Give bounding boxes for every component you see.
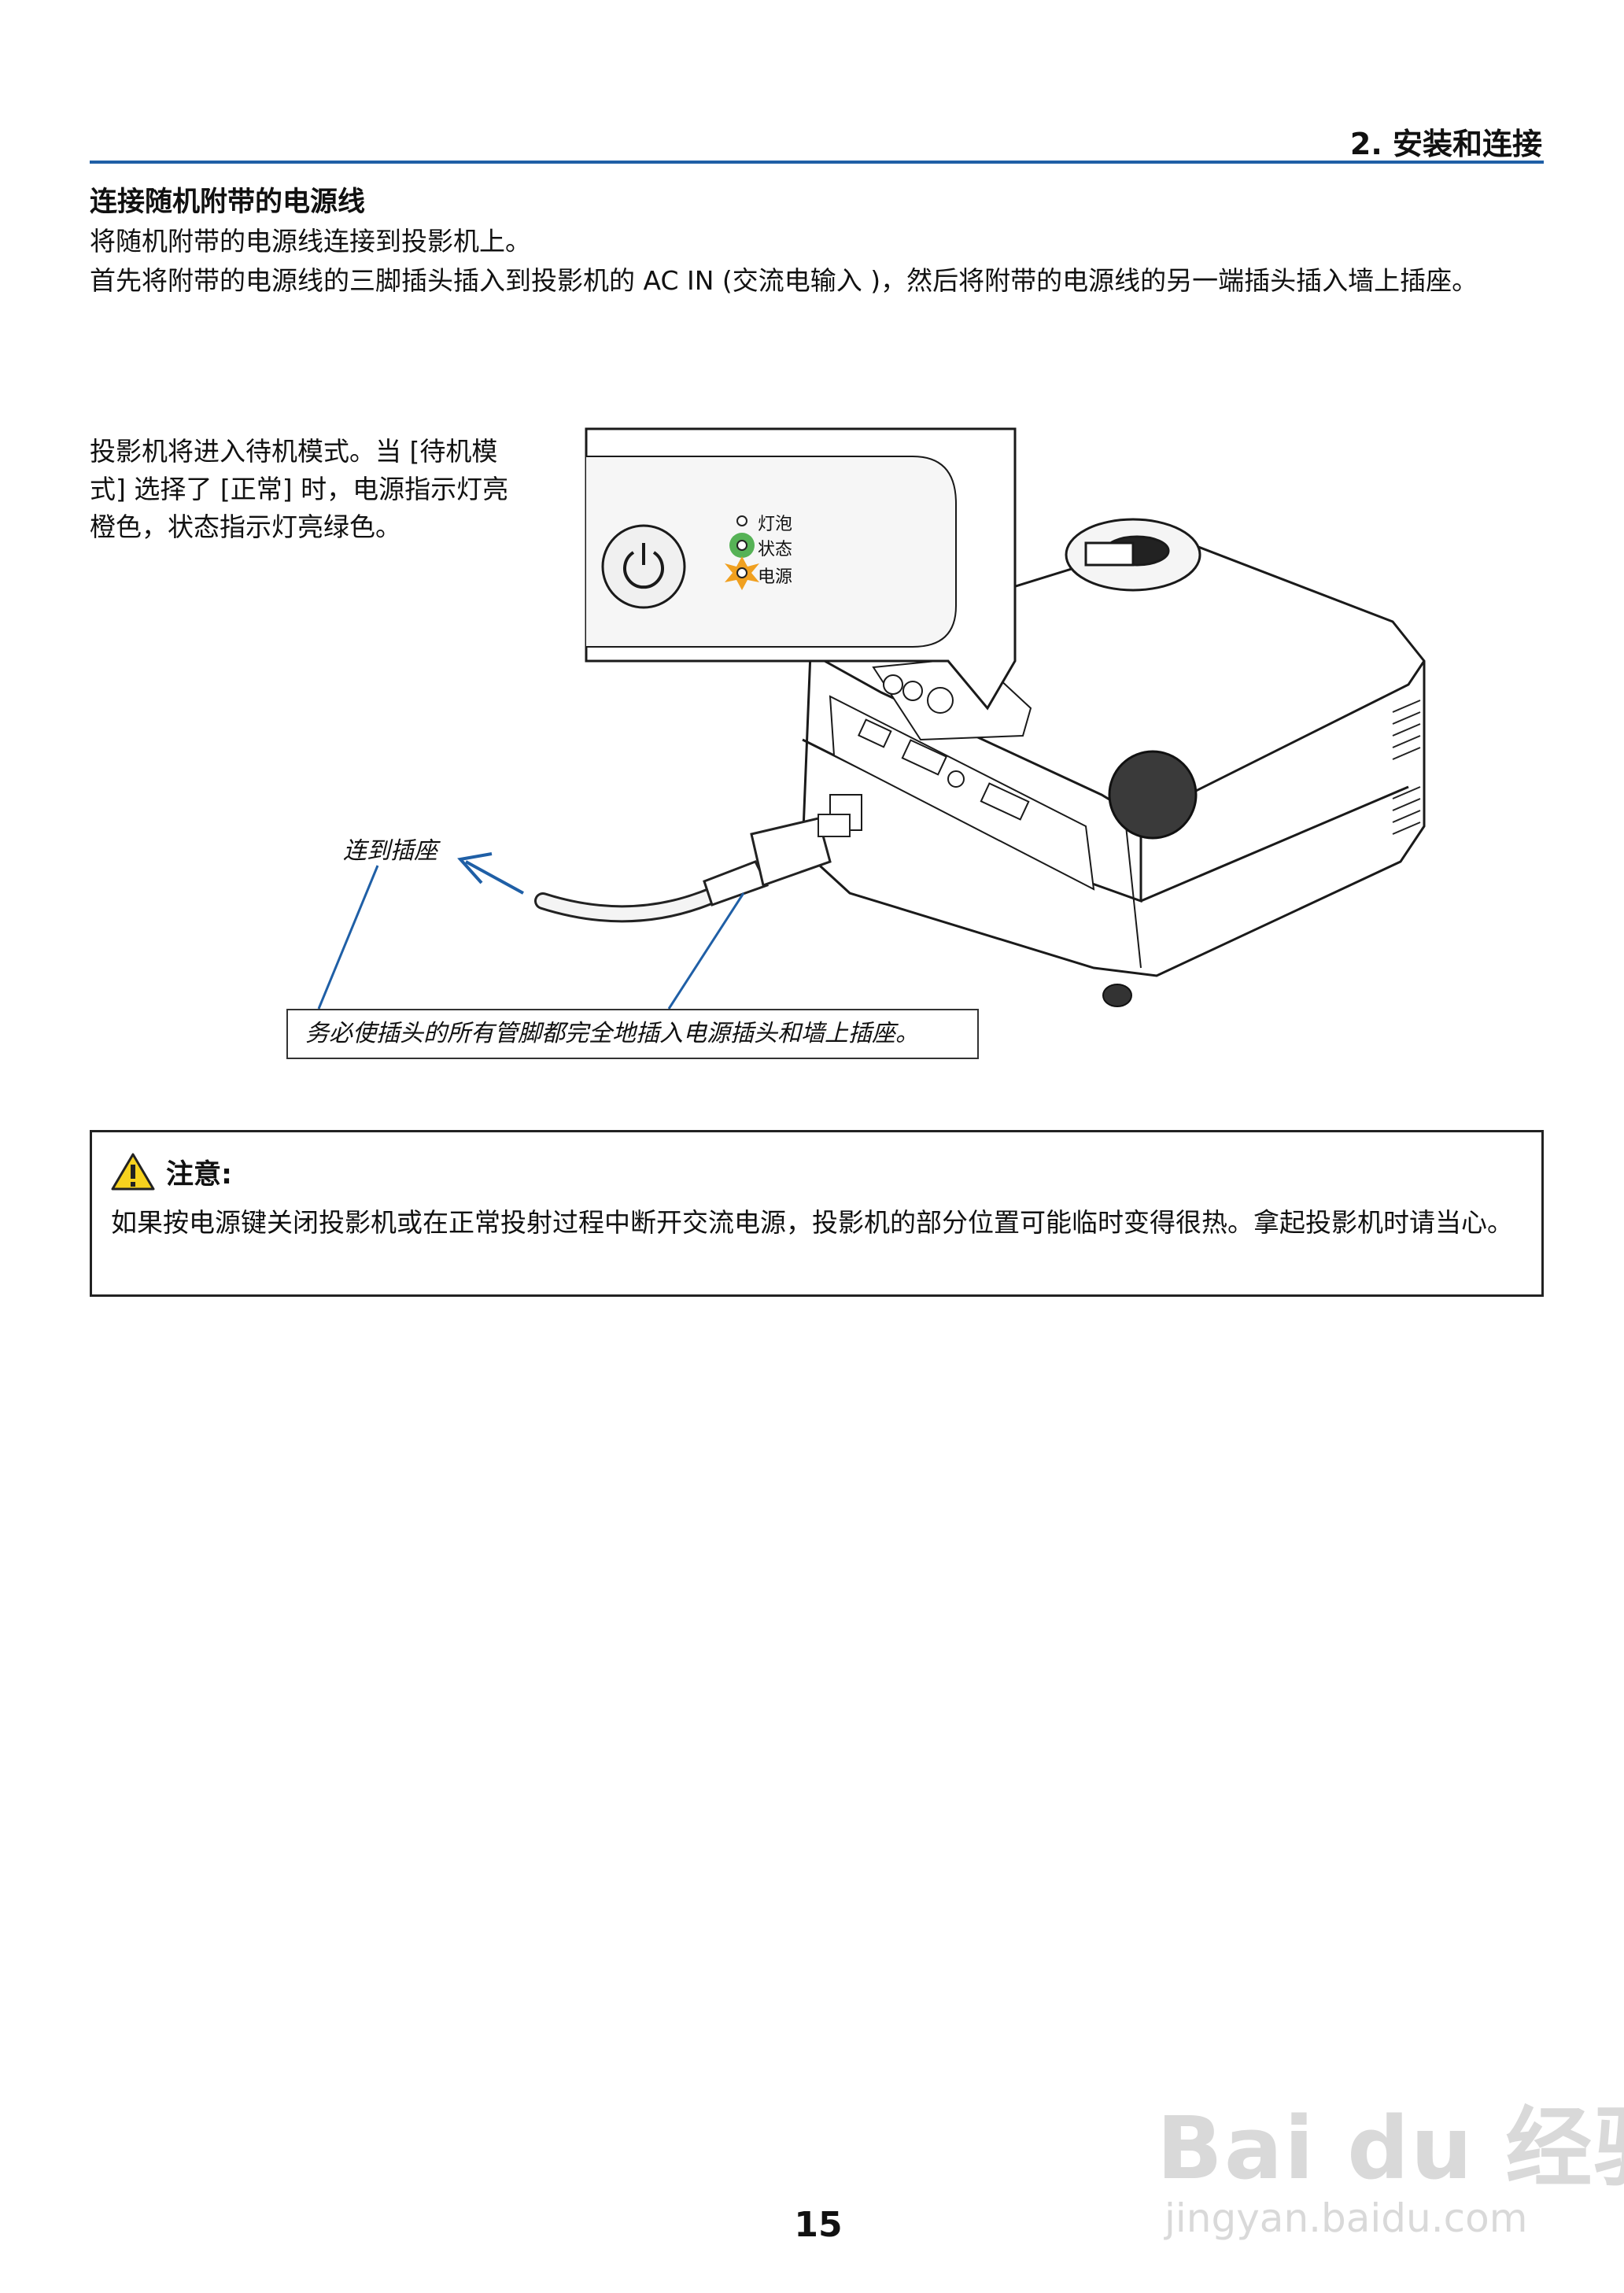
instruction-paragraph: 首先将附带的电源线的三脚插头插入到投影机的 AC IN (交流电输入 )，然后将… <box>90 265 1478 296</box>
standby-note: 投影机将进入待机模式。当 [待机模式] 选择了 [正常] 时，电源指示灯亮橙色，… <box>90 436 509 542</box>
connector-panel <box>829 695 1095 891</box>
caution-box: 注意: 如果按电源键关闭投影机或在正常投射过程中断开交流电源，投影机的部分位置可… <box>90 1130 1544 1297</box>
intro-paragraph: 将随机附带的电源线连接到投影机上。 <box>90 226 531 257</box>
leader-line-right <box>667 892 745 1010</box>
leader-line-left <box>317 865 379 1010</box>
lens-assembly <box>1065 518 1201 592</box>
plug-note-box: 务必使插头的所有管脚都完全地插入电源插头和墙上插座。 <box>286 1009 979 1059</box>
adjustable-foot <box>1102 984 1132 1007</box>
status-led <box>729 533 755 558</box>
outlet-arrow <box>457 852 524 895</box>
side-vents <box>1392 700 1421 835</box>
power-indicator-label: 电源 <box>758 567 793 587</box>
outlet-callout: 连到插座 <box>343 837 437 865</box>
watermark-url: jingyan.baidu.com <box>1164 2195 1528 2241</box>
power-led <box>725 556 759 590</box>
caution-title: 注意: <box>166 1158 232 1191</box>
power-cord <box>534 814 851 923</box>
chapter-title: 2. 安装和连接 <box>1349 127 1542 161</box>
watermark-brand: Bai du 经验 <box>1157 2098 1624 2199</box>
status-indicator-label: 状态 <box>758 540 793 559</box>
header-rule <box>90 161 1544 164</box>
zoom-panel <box>586 456 957 648</box>
section-heading: 连接随机附带的电源线 <box>90 186 366 218</box>
lamp-indicator-label: 灯泡 <box>758 515 793 534</box>
page-number: 15 <box>794 2205 843 2245</box>
lamp-led <box>736 515 747 526</box>
warning-icon <box>111 1153 155 1191</box>
speaker-grille <box>1108 750 1198 840</box>
caution-header: 注意: <box>111 1151 232 1192</box>
caution-text: 如果按电源键关闭投影机或在正常投射过程中断开交流电源，投影机的部分位置可能临时变… <box>111 1207 1513 1238</box>
power-button-icon <box>601 524 686 609</box>
